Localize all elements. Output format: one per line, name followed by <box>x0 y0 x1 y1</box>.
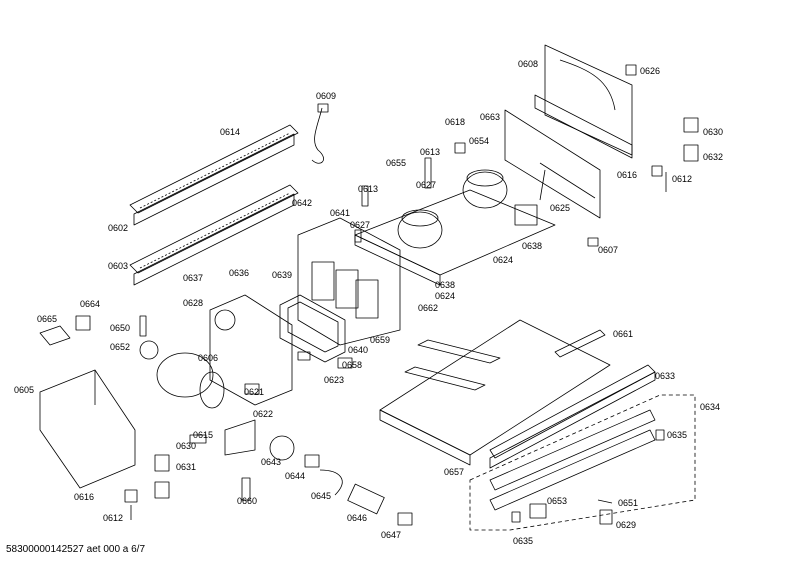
part-label-0658: 0658 <box>342 360 363 370</box>
part-label-0613: 0613 <box>420 147 441 157</box>
front-trim-0633 <box>489 364 656 469</box>
part-label-0664: 0664 <box>80 299 101 309</box>
compressor-base-plate <box>354 189 556 286</box>
part-label-0665: 0665 <box>37 314 58 324</box>
part-label-0614: 0614 <box>220 127 241 137</box>
part-label-0635-secondary: 0635 <box>513 536 534 546</box>
part-label-0642: 0642 <box>292 198 313 208</box>
part-label-0654: 0654 <box>469 136 490 146</box>
rail-panel-0603 <box>129 184 299 286</box>
compressor-0654 <box>462 169 508 209</box>
part-label-0634: 0634 <box>700 402 721 412</box>
part-label-0609: 0609 <box>316 91 337 101</box>
part-label-0627-secondary: 0627 <box>350 220 371 230</box>
component-plate-0639 <box>297 217 401 346</box>
part-label-0640: 0640 <box>348 345 369 355</box>
part-label-0659: 0659 <box>370 335 391 345</box>
part-label-0635: 0635 <box>667 430 688 440</box>
document-reference: 58300000142527 aet 000 a 6/7 <box>6 544 146 555</box>
part-label-0645: 0645 <box>311 491 332 501</box>
part-label-0625: 0625 <box>550 203 571 213</box>
small-parts <box>39 64 699 526</box>
drip-tray-0657 <box>379 319 611 466</box>
part-label-0663: 0663 <box>480 112 501 122</box>
front-panel-0634 <box>469 394 696 531</box>
part-label-0629: 0629 <box>616 520 637 530</box>
part-label-0638-secondary: 0638 <box>522 241 543 251</box>
part-label-0662: 0662 <box>418 303 439 313</box>
part-label-0647: 0647 <box>381 530 402 540</box>
part-label-0602: 0602 <box>108 223 129 233</box>
part-label-0618: 0618 <box>445 117 466 127</box>
part-label-0622: 0622 <box>253 409 274 419</box>
part-label-0652: 0652 <box>110 342 131 352</box>
cable-0609 <box>311 103 329 164</box>
part-label-0650: 0650 <box>110 323 131 333</box>
part-label-0621: 0621 <box>244 387 265 397</box>
part-label-0608: 0608 <box>518 59 539 69</box>
rails-0604 <box>404 339 501 391</box>
part-label-0651: 0651 <box>618 498 639 508</box>
part-label-0607: 0607 <box>598 245 619 255</box>
part-label-0613-secondary: 0613 <box>358 184 379 194</box>
part-label-0603: 0603 <box>108 261 129 271</box>
part-label-0631: 0631 <box>176 462 197 472</box>
bracket-0661 <box>554 329 606 358</box>
fan-housing-0628 <box>209 294 293 406</box>
part-label-0660: 0660 <box>237 496 258 506</box>
part-label-0612-secondary: 0612 <box>672 174 693 184</box>
part-label-0623: 0623 <box>324 375 345 385</box>
part-label-0641: 0641 <box>330 208 351 218</box>
part-label-0637: 0637 <box>183 273 204 283</box>
part-label-0616-secondary: 0616 <box>74 492 95 502</box>
part-label-0624-secondary: 0624 <box>435 291 456 301</box>
part-label-0636: 0636 <box>229 268 250 278</box>
part-label-0627: 0627 <box>416 180 437 190</box>
frame-0640 <box>279 294 346 363</box>
part-label-0633: 0633 <box>655 371 676 381</box>
part-label-0626: 0626 <box>640 66 661 76</box>
motor-0606 <box>156 352 225 409</box>
back-panel-0608 <box>534 44 633 159</box>
part-label-0646: 0646 <box>347 513 368 523</box>
part-label-0638: 0638 <box>435 280 456 290</box>
part-label-0630: 0630 <box>703 127 724 137</box>
part-label-0606: 0606 <box>198 353 219 363</box>
rail-panel-0602 <box>129 124 299 226</box>
part-label-0632: 0632 <box>703 152 724 162</box>
part-label-0643: 0643 <box>261 457 282 467</box>
part-label-0605: 0605 <box>14 385 35 395</box>
part-label-0628: 0628 <box>183 298 204 308</box>
part-label-0630-secondary: 0630 <box>176 441 197 451</box>
part-label-0612: 0612 <box>103 513 124 523</box>
part-label-0655: 0655 <box>386 158 407 168</box>
compressor-0655 <box>397 209 443 249</box>
part-label-0644: 0644 <box>285 471 306 481</box>
part-label-0615: 0615 <box>193 430 214 440</box>
part-label-0624: 0624 <box>493 255 514 265</box>
part-label-0653: 0653 <box>547 496 568 506</box>
box-0605 <box>39 369 136 489</box>
part-label-0639: 0639 <box>272 270 293 280</box>
part-label-0657: 0657 <box>444 467 465 477</box>
panel-0663 <box>504 109 601 219</box>
part-label-0661: 0661 <box>613 329 634 339</box>
part-label-0616: 0616 <box>617 170 638 180</box>
